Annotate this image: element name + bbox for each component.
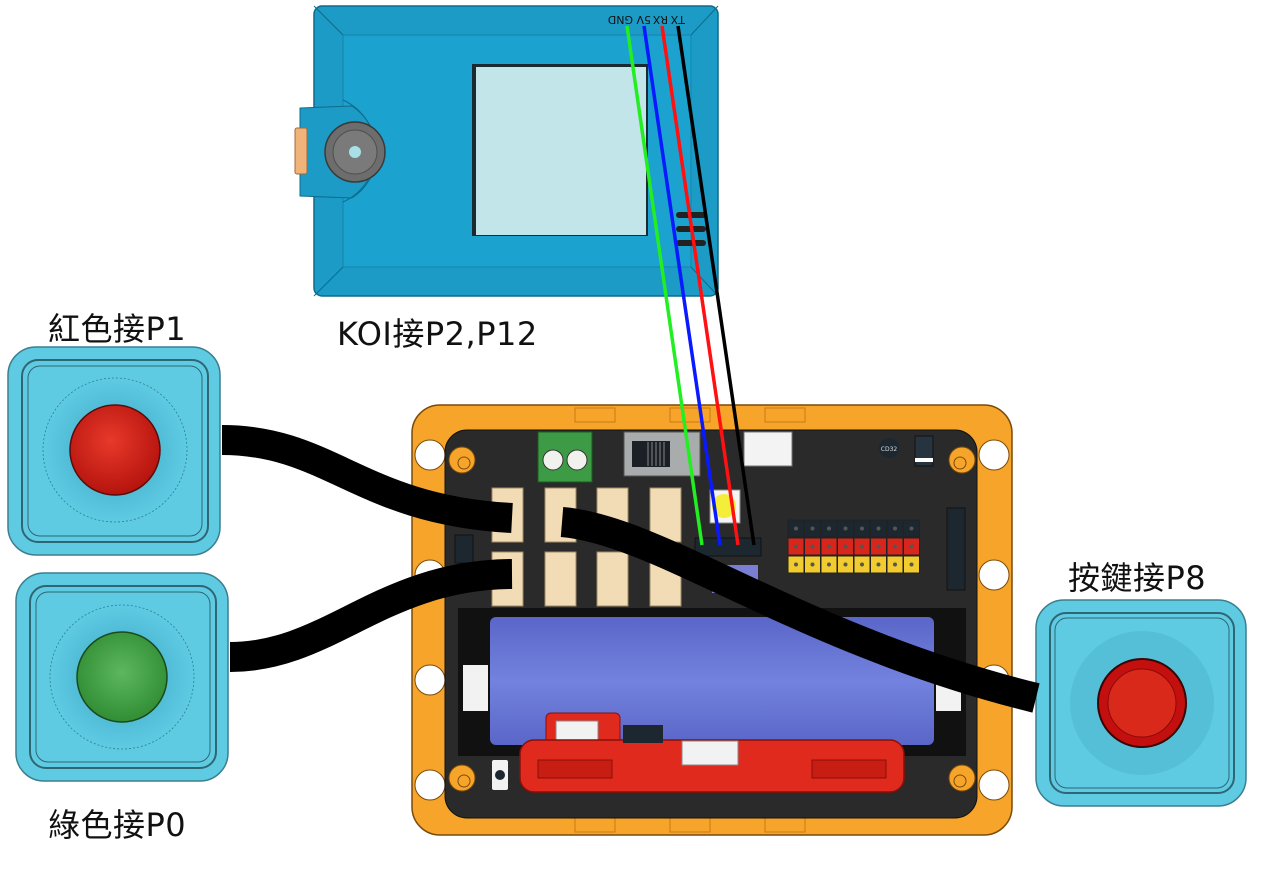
gpio-pin-hole xyxy=(794,562,798,567)
gpio-pin-hole xyxy=(810,562,815,567)
cables xyxy=(221,425,1040,713)
gpio-pin-hole xyxy=(843,544,848,549)
gpio-pin-hole xyxy=(843,526,848,531)
gpio-pin-hole xyxy=(794,526,798,531)
gpio-header xyxy=(787,519,920,574)
gpio-pin-hole xyxy=(860,562,864,567)
koi-slot xyxy=(676,240,706,246)
green-led-label: 綠色接P0 xyxy=(48,806,187,844)
gpio-pin-hole xyxy=(827,562,831,567)
usb-port xyxy=(743,431,793,467)
gpio-pin-hole xyxy=(876,562,881,567)
gpio-pin-hole xyxy=(893,526,897,531)
green-led-module xyxy=(15,572,229,782)
gpio-pin-hole xyxy=(909,562,914,567)
side-header xyxy=(946,507,966,591)
gpio-pin-hole xyxy=(860,526,864,531)
gpio-pin-hole xyxy=(794,544,798,549)
left-header xyxy=(454,534,474,564)
red-led-icon xyxy=(69,404,161,496)
wire-gnd xyxy=(676,25,756,546)
wire-5v xyxy=(660,25,740,546)
koi-wires xyxy=(625,25,756,546)
koi-screen xyxy=(476,67,646,235)
gpio-pin-hole xyxy=(827,526,831,531)
green-led-icon xyxy=(76,631,168,723)
gpio-pin-hole xyxy=(909,526,914,531)
microbit xyxy=(519,712,905,793)
pin-label-tx: TX xyxy=(670,13,686,26)
gpio-pin-hole xyxy=(876,526,881,531)
pin-label-gnd: GND xyxy=(608,13,633,26)
gpio-pin-hole xyxy=(893,544,897,549)
button-label: 按鍵接P8 xyxy=(1068,559,1207,597)
cable-button xyxy=(560,507,1040,713)
inductor-label: CD32 xyxy=(881,446,898,453)
koi-module: TX RX 5V GND xyxy=(294,5,719,297)
expansion-board: CD32 xyxy=(411,404,1013,836)
gpio-pin-hole xyxy=(876,544,881,549)
wire-tx xyxy=(625,25,704,546)
inductor xyxy=(879,438,899,458)
koi-label: KOI接P2,P12 xyxy=(337,315,538,353)
microbit-usb xyxy=(681,740,739,766)
red-led-label: 紅色接P1 xyxy=(48,310,187,348)
pin-label-rx: RX xyxy=(652,13,668,26)
red-led-module xyxy=(7,346,221,556)
gpio-pin-hole xyxy=(827,544,831,549)
cable-green-led xyxy=(229,559,513,672)
pin-label-5v: 5V xyxy=(636,13,651,26)
gpio-pin-hole xyxy=(810,544,815,549)
button-module xyxy=(1035,599,1247,807)
gpio-pin-hole xyxy=(909,544,914,549)
gpio-pin-hole xyxy=(893,562,897,567)
gpio-pin-hole xyxy=(810,526,815,531)
koi-connector xyxy=(294,127,308,175)
gpio-pin-hole xyxy=(860,544,864,549)
wire-rx xyxy=(642,25,722,546)
gpio-pin-hole xyxy=(843,562,848,567)
cable-red-led xyxy=(221,425,513,533)
koi-header xyxy=(694,537,762,557)
